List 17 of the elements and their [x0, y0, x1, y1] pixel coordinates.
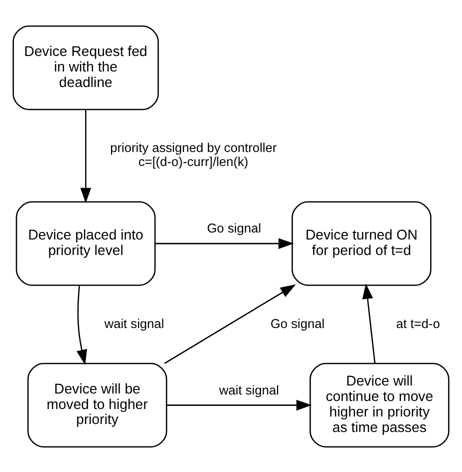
edge-label: priority assigned by controller c=[(d-o)-curr]/len(k)	[110, 139, 277, 168]
arrow	[80, 109, 92, 203]
edge-label: at t=d-o	[396, 316, 440, 331]
arrow	[166, 399, 312, 410]
arrow	[164, 284, 296, 364]
node-box: Device turned ON for period of t=d	[292, 200, 432, 286]
arrow	[155, 238, 294, 248]
arrow	[362, 282, 376, 363]
edge-label: wait signal	[219, 382, 279, 397]
edge-label: Go signal	[270, 316, 325, 331]
edge-label: wait signal	[104, 316, 164, 331]
edge-label: Go signal	[206, 220, 262, 236]
arrow	[76, 284, 88, 365]
node-box: Device Request fed in with the deadline	[12, 24, 159, 110]
node-box: Device will be moved to higher priority	[27, 362, 168, 448]
node-box: Device placed into priority level	[16, 200, 156, 286]
node-box: Device will continue to move higher in priority as time passes	[310, 362, 450, 448]
